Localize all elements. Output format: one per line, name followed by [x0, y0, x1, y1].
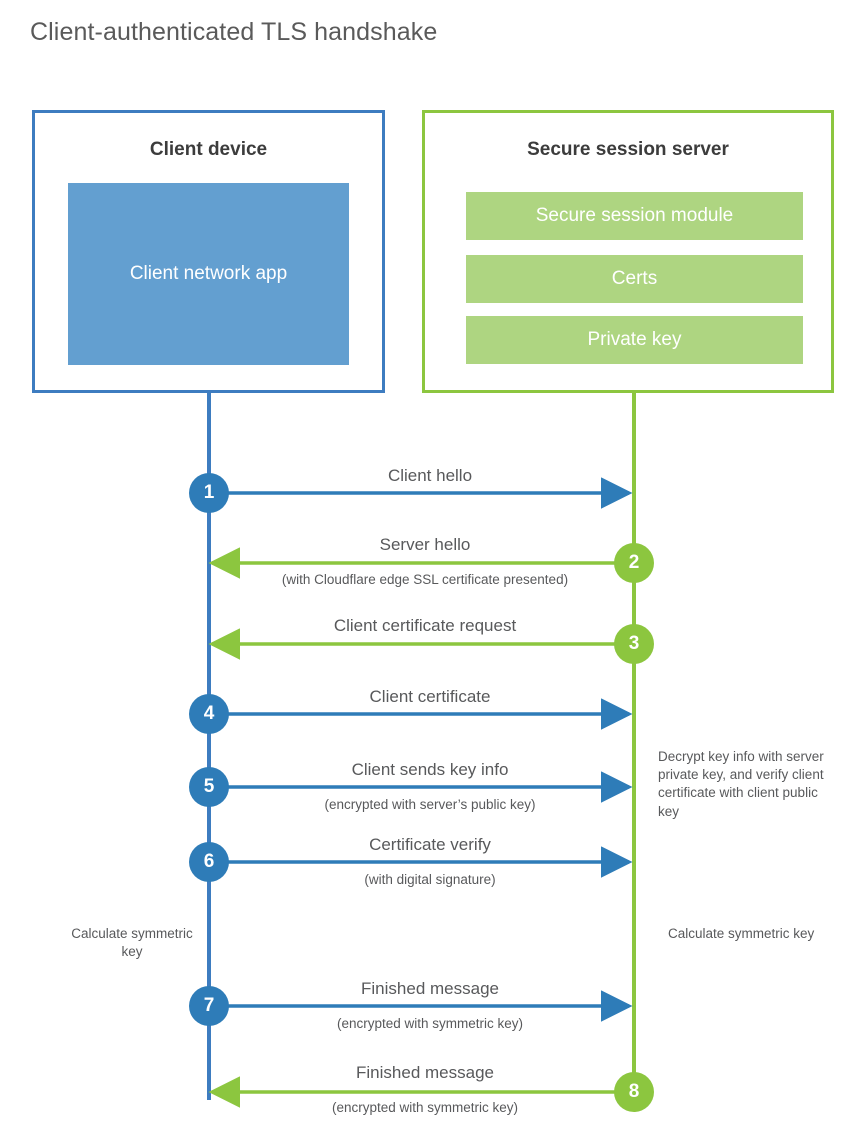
step-circle-1[interactable]: 1 — [189, 473, 229, 513]
client-device-box: Client device Client network app — [32, 110, 385, 393]
message-sub-6: (with digital signature) — [364, 872, 496, 887]
message-label-4: Client certificate — [369, 687, 491, 706]
message-sub-8: (encrypted with symmetric key) — [331, 1100, 519, 1115]
client-network-app-box: Client network app — [68, 183, 349, 365]
note-calculate-symmetric-key-server: Calculate symmetric key — [668, 926, 815, 941]
server-component-secure-session-module: Secure session module — [466, 192, 803, 240]
server-component-certs: Certs — [466, 255, 803, 303]
message-label-1: Client hello — [387, 466, 473, 485]
message-label-2: Server hello — [379, 535, 471, 554]
message-sub-7: (encrypted with symmetric key) — [336, 1016, 524, 1031]
secure-session-server-box: Secure session server Secure session mod… — [422, 110, 834, 393]
step-circle-5[interactable]: 5 — [189, 767, 229, 807]
client-lifeline — [207, 393, 211, 1100]
message-label-6: Certificate verify — [369, 835, 491, 854]
note-calculate-symmetric-key-client: Calculate symmetric key — [71, 926, 193, 960]
step-circle-8[interactable]: 8 — [614, 1072, 654, 1112]
step-circle-2[interactable]: 2 — [614, 543, 654, 583]
step-circle-6[interactable]: 6 — [189, 842, 229, 882]
client-device-title: Client device — [149, 139, 268, 160]
message-label-7: Finished message — [361, 979, 499, 998]
page-title: Client-authenticated TLS handshake — [30, 18, 438, 46]
message-label-5: Client sends key info — [351, 760, 509, 779]
server-lifeline — [632, 393, 636, 1092]
message-label-3: Client certificate request — [333, 616, 517, 635]
server-component-private-key: Private key — [466, 316, 803, 364]
step-circle-7[interactable]: 7 — [189, 986, 229, 1026]
message-sub-2: (with Cloudflare edge SSL certificate pr… — [281, 572, 569, 587]
step-circle-3[interactable]: 3 — [614, 624, 654, 664]
step-circle-4[interactable]: 4 — [189, 694, 229, 734]
note-decrypt-key-info: Decrypt key info with server private key… — [658, 749, 824, 819]
message-label-8: Finished message — [356, 1063, 494, 1082]
secure-session-server-title: Secure session server — [527, 139, 729, 160]
message-sub-5: (encrypted with server’s public key) — [324, 797, 536, 812]
